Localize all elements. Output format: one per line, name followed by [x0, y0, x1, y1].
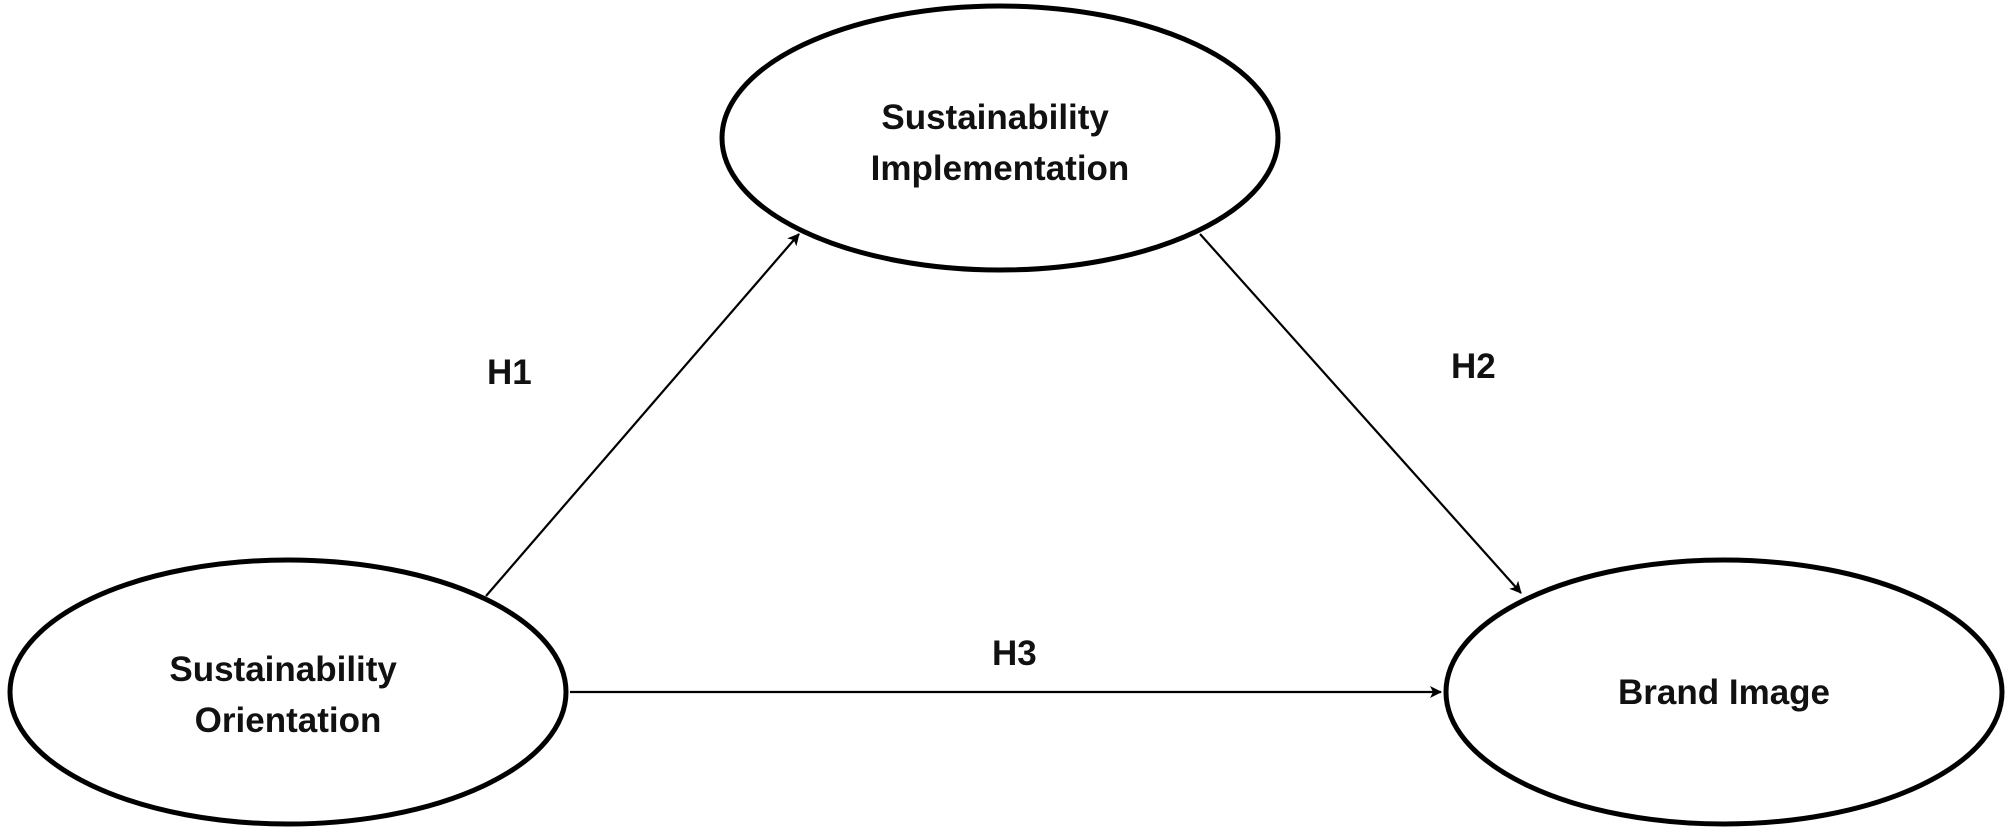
- node-ellipse: [719, 3, 1281, 273]
- svg-text:Sustainability Orientati: Sustainability Orientation: [169, 650, 406, 740]
- arrow-h1: [485, 233, 800, 597]
- edge-label-h2: H2: [1451, 347, 1496, 386]
- node-label-line-1: Sustainability: [169, 650, 397, 689]
- node-label-line-2: Orientation: [195, 701, 382, 740]
- node-ellipse: [1443, 557, 2005, 827]
- svg-text:Brand Image: Brand Image: [1618, 673, 1830, 712]
- edge-label-h3: H3: [992, 634, 1037, 673]
- node-sustainability-orientation: Sustainability Orientation: [7, 557, 569, 827]
- arrow-h2: [1199, 233, 1522, 594]
- node-brand-image: Brand Image: [1443, 557, 2005, 827]
- edge-h1: [485, 233, 800, 597]
- node-label-line-1: Sustainability: [881, 98, 1109, 137]
- node-label-line-2: Implementation: [871, 149, 1130, 188]
- node-label-line-1: Brand Image: [1618, 673, 1830, 712]
- node-ellipse: [7, 557, 569, 827]
- edge-label-h1: H1: [487, 353, 532, 392]
- node-sustainability-implementation: Sustainability Implementation: [719, 3, 1281, 273]
- edge-h2: [1199, 233, 1522, 594]
- svg-text:Sustainability Implement: Sustainability Implementation: [871, 98, 1130, 188]
